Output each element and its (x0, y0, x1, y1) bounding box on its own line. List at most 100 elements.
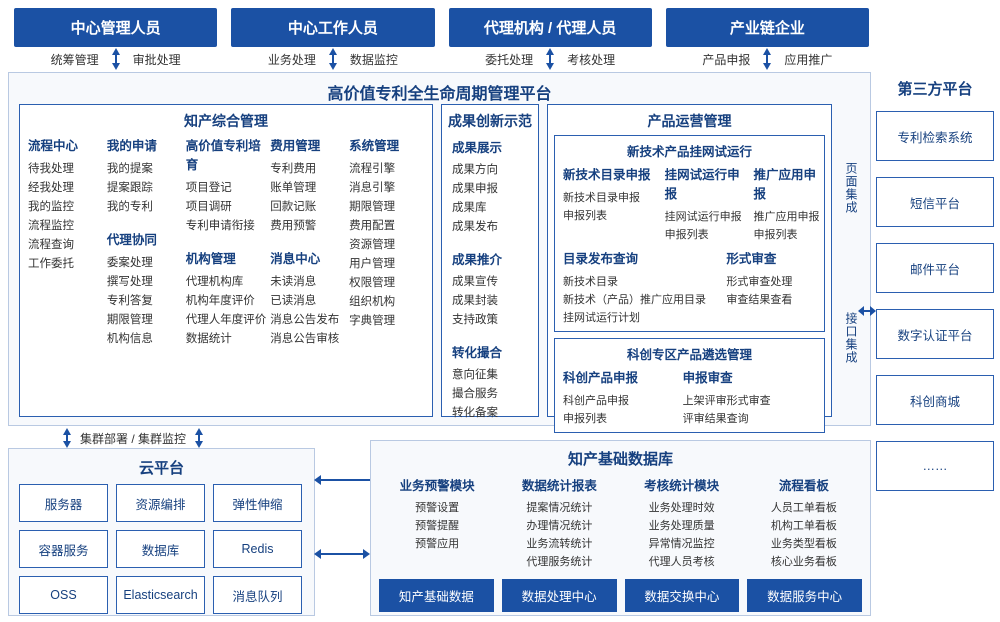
third-party-item-0[interactable]: 专利检索系统 (876, 111, 994, 161)
third-party-item-5[interactable]: …… (876, 441, 994, 491)
list-item[interactable]: 回款记账 (270, 201, 317, 213)
list-item[interactable]: 专利答复 (106, 295, 153, 307)
list-item[interactable]: 成果库 (452, 202, 487, 214)
list-item[interactable]: 成果封装 (452, 295, 498, 307)
list-item[interactable]: 经我处理 (28, 182, 74, 194)
list-item[interactable]: 专利申请衔接 (185, 220, 255, 232)
list-item[interactable]: 消息公告审核 (270, 333, 340, 345)
kdb-bottom-1[interactable]: 数据处理中心 (501, 579, 617, 612)
list-item[interactable]: 撮合服务 (452, 388, 498, 400)
list-item[interactable]: 期限管理 (349, 201, 396, 213)
cloud-item-7[interactable]: Elasticsearch (116, 576, 205, 614)
list-item[interactable]: 我的监控 (28, 201, 74, 213)
third-party-item-3[interactable]: 数字认证平台 (876, 309, 994, 359)
kdb-bottom-0[interactable]: 知产基础数据 (379, 579, 494, 612)
cloud-item-5[interactable]: Redis (213, 530, 302, 568)
list-item[interactable]: 未读消息 (270, 276, 317, 288)
list-item[interactable]: 我的专利 (106, 201, 153, 213)
list-item[interactable]: 组织机构 (349, 296, 396, 308)
list-item[interactable]: 机构年度评价 (185, 295, 255, 307)
list-item[interactable]: 人员工单看板 (770, 502, 837, 514)
list-item[interactable]: 成果发布 (452, 221, 498, 233)
list-item[interactable]: 业务处理时效 (648, 502, 715, 514)
list-item[interactable]: 业务处理质量 (648, 520, 715, 532)
list-item[interactable]: 权限管理 (349, 277, 396, 289)
list-item[interactable]: 消息公告发布 (270, 314, 340, 326)
list-item[interactable]: 已读消息 (270, 295, 317, 307)
list-item[interactable]: 新技术（产品）推广应用目录 (563, 294, 706, 306)
list-item[interactable]: 流程引擎 (349, 163, 396, 175)
list-item[interactable]: 机构工单看板 (770, 520, 837, 532)
list-item[interactable]: 流程监控 (28, 220, 74, 232)
list-item[interactable]: 用户管理 (349, 258, 396, 270)
list-item[interactable]: 费用预警 (270, 220, 317, 232)
list-item[interactable]: 评审结果查询 (682, 413, 749, 425)
list-item[interactable]: 提案跟踪 (106, 182, 153, 194)
third-party-item-2[interactable]: 邮件平台 (876, 243, 994, 293)
cloud-item-3[interactable]: 容器服务 (19, 530, 108, 568)
list-item[interactable]: 期限管理 (106, 314, 153, 326)
list-item[interactable]: 代理服务统计 (526, 556, 593, 568)
list-item[interactable]: 申报列表 (753, 229, 798, 241)
list-item[interactable]: 账单管理 (270, 182, 317, 194)
list-item[interactable]: 数据统计 (185, 333, 232, 345)
cloud-item-0[interactable]: 服务器 (19, 484, 108, 522)
col-head: 科创产品申报 (563, 371, 639, 385)
list-item[interactable]: 挂网试运行计划 (563, 312, 640, 324)
group-title: 成果创新示范 (448, 113, 532, 129)
list-item[interactable]: 推广应用申报 (753, 211, 820, 223)
list-item[interactable]: 成果申报 (452, 183, 498, 195)
list-item[interactable]: 意向征集 (452, 369, 498, 381)
list-item[interactable]: 预警提醒 (415, 520, 460, 532)
list-item[interactable]: 我的提案 (106, 163, 153, 175)
list-item[interactable]: 申报列表 (563, 210, 607, 222)
list-item[interactable]: 成果宣传 (452, 276, 498, 288)
list-item[interactable]: 支持政策 (452, 314, 498, 326)
list-item[interactable]: 预警应用 (415, 538, 460, 550)
third-party-item-4[interactable]: 科创商城 (876, 375, 994, 425)
list-item[interactable]: 业务类型看板 (770, 538, 837, 550)
list-item[interactable]: 待我处理 (28, 163, 74, 175)
kdb-bottom-2[interactable]: 数据交换中心 (624, 579, 740, 612)
list-item[interactable]: 代理人员考核 (648, 556, 715, 568)
list-item[interactable]: 预警设置 (415, 502, 460, 514)
cloud-item-4[interactable]: 数据库 (116, 530, 205, 568)
kdb-bottom-3[interactable]: 数据服务中心 (747, 579, 862, 612)
third-party-item-1[interactable]: 短信平台 (876, 177, 994, 227)
list-item[interactable]: 机构信息 (106, 333, 153, 345)
list-item[interactable]: 流程查询 (28, 239, 74, 251)
list-item[interactable]: 业务流转统计 (526, 538, 593, 550)
list-item[interactable]: 资源管理 (349, 239, 396, 251)
cloud-item-8[interactable]: 消息队列 (213, 576, 302, 614)
list-item[interactable]: 消息引擎 (349, 182, 396, 194)
list-item[interactable]: 挂网试运行申报 (664, 211, 742, 223)
list-item[interactable]: 字典管理 (349, 315, 396, 327)
list-item[interactable]: 上架评审形式审查 (682, 395, 771, 407)
list-item[interactable]: 撰写处理 (106, 276, 153, 288)
list-item[interactable]: 项目登记 (185, 182, 232, 194)
list-item[interactable]: 审查结果查看 (726, 294, 793, 306)
list-item[interactable]: 代理机构库 (185, 276, 244, 288)
list-item[interactable]: 申报列表 (664, 229, 709, 241)
list-item[interactable]: 费用配置 (349, 220, 396, 232)
cloud-item-6[interactable]: OSS (19, 576, 108, 614)
list-item[interactable]: 项目调研 (185, 201, 232, 213)
cloud-item-2[interactable]: 弹性伸缩 (213, 484, 302, 522)
list-item[interactable]: 提案情况统计 (526, 502, 593, 514)
list-item[interactable]: 专利费用 (270, 163, 317, 175)
list-item[interactable]: 转化备案 (452, 407, 498, 419)
list-item[interactable]: 委案处理 (106, 257, 153, 269)
list-item[interactable]: 形式审查处理 (726, 276, 793, 288)
list-item[interactable]: 新技术目录申报 (563, 192, 640, 204)
list-item[interactable]: 办理情况统计 (526, 520, 593, 532)
list-item[interactable]: 代理人年度评价 (185, 314, 267, 326)
list-item[interactable]: 科创产品申报 (563, 395, 629, 407)
list-item[interactable]: 核心业务看板 (770, 556, 837, 568)
list-item[interactable]: 新技术目录 (563, 276, 618, 288)
list-item[interactable]: 工作委托 (28, 258, 74, 270)
list-item[interactable]: 申报列表 (563, 413, 607, 425)
cloud-item-1[interactable]: 资源编排 (116, 484, 205, 522)
col-head: 消息中心 (270, 252, 321, 266)
list-item[interactable]: 成果方向 (452, 164, 498, 176)
list-item[interactable]: 异常情况监控 (648, 538, 715, 550)
